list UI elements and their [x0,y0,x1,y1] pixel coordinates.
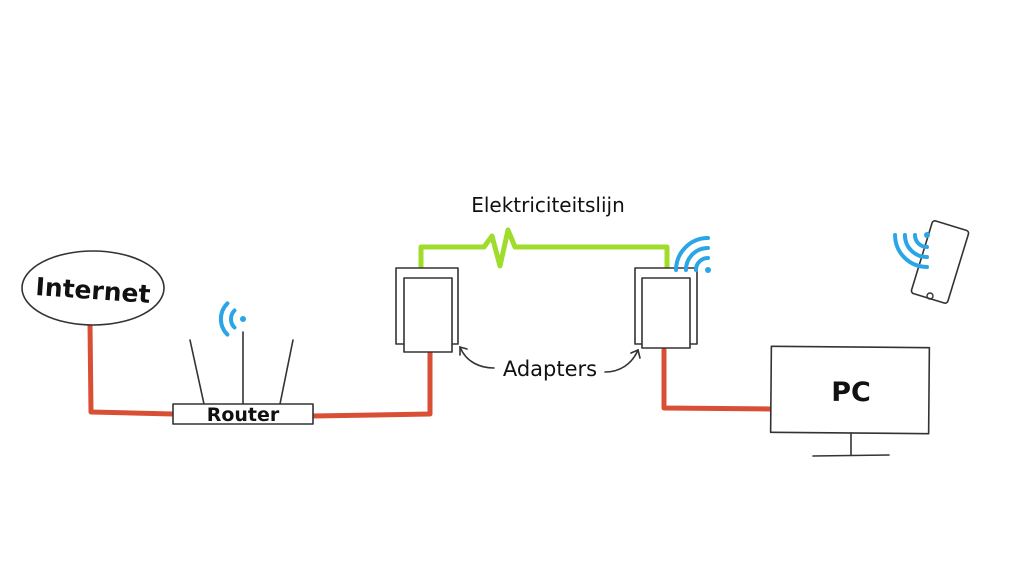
adapter-right-front [641,277,691,349]
adapter-left [395,267,459,353]
pc-label: PC [831,377,871,408]
pc-monitor: PC [769,345,931,457]
adapter-arrows [459,345,641,373]
power-line [418,227,670,271]
cable-internet-router [87,321,176,417]
router-antenna-right [279,339,294,405]
cable-adapter-right-pc [661,347,774,412]
router-label: Router [207,404,280,426]
arrow-to-right-adapter [604,349,639,373]
internet-cloud: Internet [21,250,165,326]
pc-stand-base [812,454,890,457]
pc-screen [769,345,931,435]
internet-ellipse [21,250,165,326]
adapter-right [634,267,698,349]
router-antenna-left [189,339,205,405]
arrow-to-right-adapter-head [630,348,641,359]
adapters-label: Adapters [503,357,597,381]
cable-router-adapter-left [310,349,433,419]
wifi-icon [674,236,711,273]
arrow-to-left-adapter [459,346,495,369]
wifi-icon [893,232,930,269]
power-line-label: Elektriciteitslijn [471,193,625,217]
smartphone-home-button [926,292,934,300]
arrow-to-left-adapter-head [459,345,468,356]
router: Router [172,331,314,426]
ethernet-cables [87,321,774,419]
smartphone [910,220,970,304]
adapter-left-front [403,277,453,353]
smartphone-body [910,220,970,304]
router-box [172,403,314,425]
wifi-icon [218,301,246,337]
